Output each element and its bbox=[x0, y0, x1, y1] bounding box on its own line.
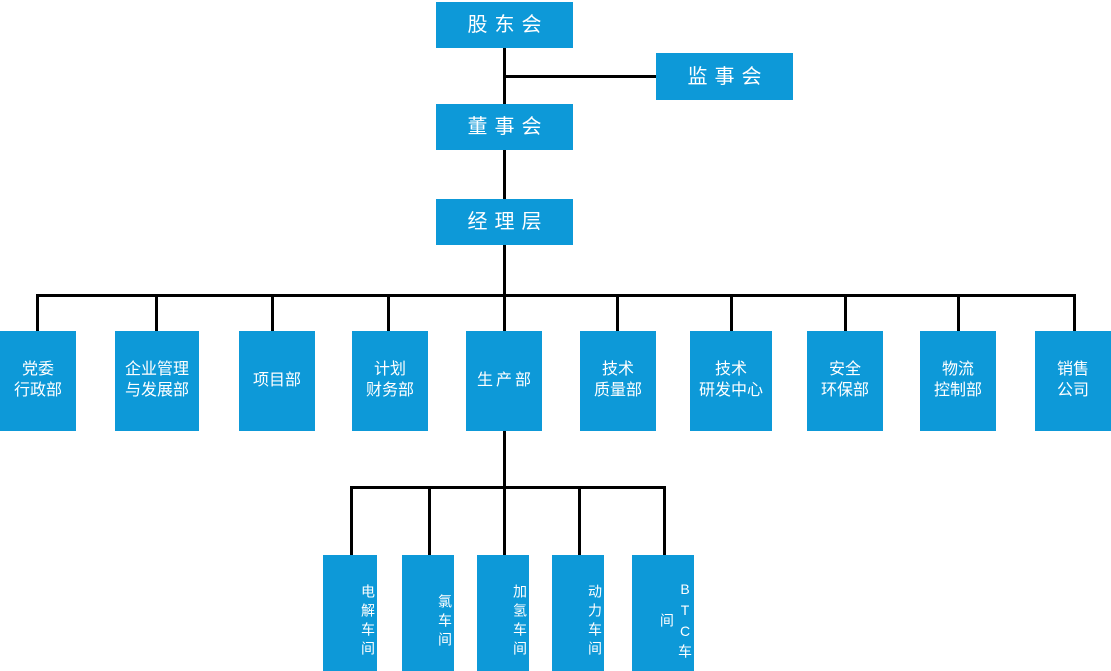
node-dept-party-admin[interactable]: 党委 行政部 bbox=[0, 331, 76, 431]
dept-drop-0 bbox=[36, 294, 39, 332]
dept-drop-2 bbox=[271, 294, 274, 332]
dept-drop-6 bbox=[730, 294, 733, 332]
workshop-drop-1 bbox=[428, 486, 431, 556]
node-workshop-btc[interactable]: BTC车间 bbox=[632, 555, 694, 671]
connector-trunk-to-supervisors bbox=[503, 75, 658, 78]
node-dept-tech-quality[interactable]: 技术 质量部 bbox=[580, 331, 656, 431]
node-workshop-chlorine[interactable]: 氯车间 bbox=[402, 555, 454, 671]
workshop-drop-3 bbox=[578, 486, 581, 556]
workshop-drop-0 bbox=[350, 486, 353, 556]
workshop-bus-horizontal bbox=[350, 486, 666, 489]
node-dept-logistics-control[interactable]: 物流 控制部 bbox=[920, 331, 996, 431]
dept-drop-1 bbox=[155, 294, 158, 332]
node-workshop-electrolysis[interactable]: 电解车间 bbox=[323, 555, 377, 671]
dept-bus-horizontal bbox=[36, 294, 1076, 297]
node-workshop-power[interactable]: 动力车间 bbox=[552, 555, 604, 671]
dept-drop-8 bbox=[957, 294, 960, 332]
connector-board-to-management bbox=[503, 150, 506, 201]
workshop-drop-2 bbox=[503, 486, 506, 556]
node-dept-enterprise-management[interactable]: 企业管理 与发展部 bbox=[115, 331, 199, 431]
node-board-of-directors[interactable]: 董事会 bbox=[436, 104, 573, 150]
dept-drop-4 bbox=[503, 294, 506, 332]
connector-management-to-dept-bus bbox=[503, 245, 506, 296]
node-dept-project[interactable]: 项目部 bbox=[239, 331, 315, 431]
node-workshop-hydrogenation[interactable]: 加氢车间 bbox=[477, 555, 529, 671]
dept-drop-9 bbox=[1073, 294, 1076, 332]
node-dept-production[interactable]: 生产部 bbox=[466, 331, 542, 431]
connector-production-to-workshop-bus bbox=[503, 431, 506, 489]
workshop-drop-4 bbox=[663, 486, 666, 556]
node-dept-sales-company[interactable]: 销售 公司 bbox=[1035, 331, 1111, 431]
dept-drop-7 bbox=[844, 294, 847, 332]
node-dept-tech-rnd-center[interactable]: 技术 研发中心 bbox=[690, 331, 772, 431]
dept-drop-5 bbox=[616, 294, 619, 332]
node-shareholders-meeting[interactable]: 股东会 bbox=[436, 2, 573, 48]
dept-drop-3 bbox=[387, 294, 390, 332]
node-management[interactable]: 经理层 bbox=[436, 199, 573, 245]
node-dept-safety-environment[interactable]: 安全 环保部 bbox=[807, 331, 883, 431]
node-supervisory-board[interactable]: 监事会 bbox=[656, 53, 793, 100]
node-dept-planning-finance[interactable]: 计划 财务部 bbox=[352, 331, 428, 431]
